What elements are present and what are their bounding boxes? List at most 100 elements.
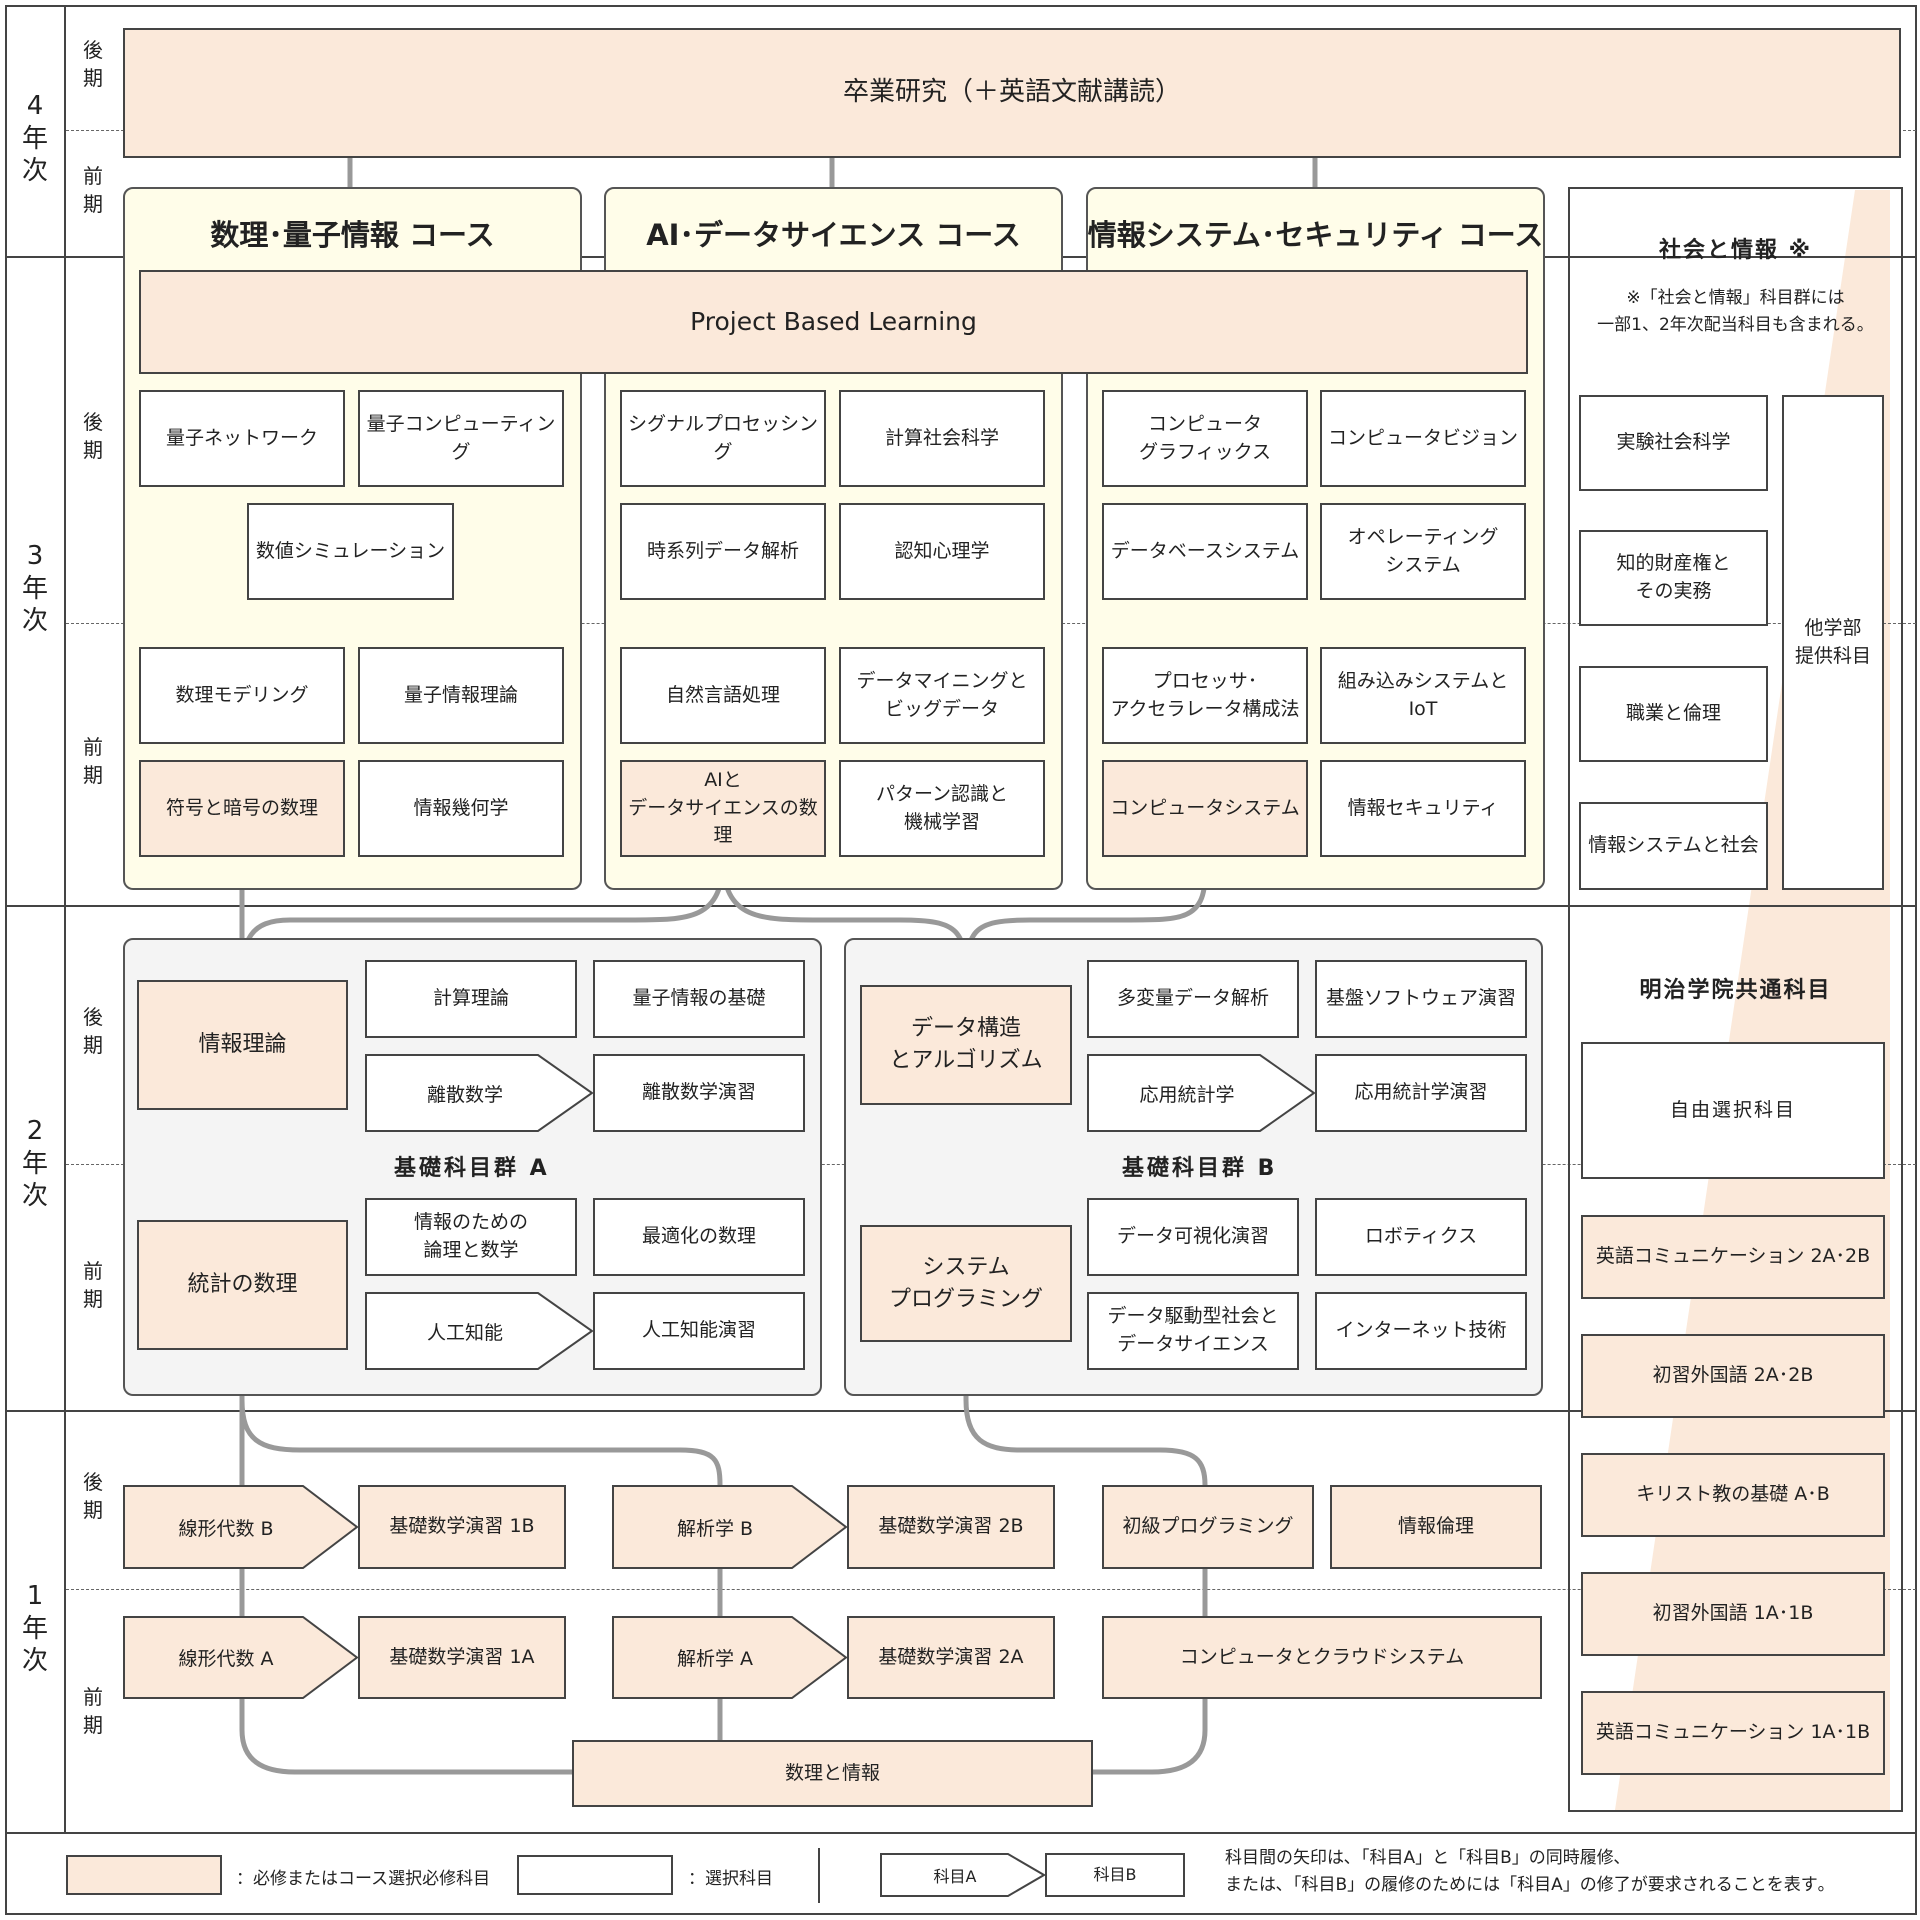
course-free-elective[interactable]: 自由選択科目 [1581, 1042, 1885, 1179]
legend-subject-a-label: 科目A [933, 1867, 977, 1886]
course-ai-ds-math[interactable]: AIと データサイエンスの数理 [620, 760, 826, 857]
course-info-theory[interactable]: 情報理論 [137, 980, 348, 1110]
year-label-4: 4 年 次 [21, 91, 48, 186]
course-robotics[interactable]: ロボティクス [1315, 1198, 1527, 1276]
course-nlp[interactable]: 自然言語処理 [620, 647, 826, 744]
course-title-ai-ds: AI･データサイエンス コース [646, 218, 1021, 252]
course-computer-graphics[interactable]: コンピュータ グラフィックス [1102, 390, 1308, 487]
course-ip-rights[interactable]: 知的財産権と その実務 [1579, 530, 1768, 626]
group-a-label: 基礎科目群 A [380, 1150, 564, 1182]
course-cognitive-psychology[interactable]: 認知心理学 [839, 503, 1045, 600]
course-linear-algebra-a-label: 線形代数 A [178, 1648, 274, 1670]
common-subjects-title: 明治学院共通科目 [1639, 978, 1832, 1003]
course-computer-system[interactable]: コンピュータシステム [1102, 760, 1308, 857]
legend-subject-b: 科目B [1045, 1853, 1185, 1897]
course-pattern-recognition[interactable]: パターン認識と 機械学習 [839, 760, 1045, 857]
course-computer-vision[interactable]: コンピュータビジョン [1320, 390, 1526, 487]
course-basic-math-exercise-2a[interactable]: 基礎数学演習 2A [847, 1616, 1055, 1699]
course-title-math-quantum: 数理･量子情報 コース [210, 218, 495, 252]
outer-frame [5, 5, 1917, 1915]
course-database-system[interactable]: データベースシステム [1102, 503, 1308, 600]
course-quantum-info-theory[interactable]: 量子情報理論 [358, 647, 564, 744]
course-multivariate-analysis[interactable]: 多変量データ解析 [1087, 960, 1299, 1038]
course-english-2ab[interactable]: 英語コミュニケーション 2A･2B [1581, 1215, 1885, 1299]
course-career-ethics[interactable]: 職業と倫理 [1579, 666, 1768, 762]
semester-label-4-early: 前 期 [83, 164, 103, 216]
course-english-1ab[interactable]: 英語コミュニケーション 1A･1B [1581, 1691, 1885, 1775]
course-numerical-simulation[interactable]: 数値シミュレーション [247, 503, 454, 600]
course-quantum-info-basics[interactable]: 量子情報の基礎 [593, 960, 805, 1038]
course-stat-math[interactable]: 統計の数理 [137, 1220, 348, 1350]
course-basic-math-exercise-1a[interactable]: 基礎数学演習 1A [358, 1616, 566, 1699]
course-ai-exercise[interactable]: 人工知能演習 [593, 1292, 805, 1370]
course-processor-accelerator[interactable]: プロセッサ･ アクセラレータ構成法 [1102, 647, 1308, 744]
course-applied-statistics[interactable]: 応用統計学 [1087, 1054, 1315, 1132]
course-title-info-sec: 情報システム･セキュリティ コース [1087, 218, 1544, 252]
course-computer-cloud-system[interactable]: コンピュータとクラウドシステム [1102, 1616, 1542, 1699]
course-foreign-lang-2ab[interactable]: 初習外国語 2A･2B [1581, 1334, 1885, 1418]
year-column-divider [64, 5, 66, 1833]
course-data-structures[interactable]: データ構造 とアルゴリズム [860, 985, 1072, 1105]
course-discrete-math[interactable]: 離散数学 [365, 1054, 593, 1132]
line-sysprog-programming [963, 1339, 1208, 1488]
line-stat-analysis [239, 1397, 723, 1488]
course-data-mining[interactable]: データマイニングと ビッグデータ [839, 647, 1045, 744]
course-data-visualization[interactable]: データ可視化演習 [1087, 1198, 1299, 1276]
pbl-box[interactable]: Project Based Learning [139, 270, 1528, 374]
course-discrete-math-exercise[interactable]: 離散数学演習 [593, 1054, 805, 1132]
other-faculty-courses[interactable]: 他学部 提供科目 [1782, 395, 1884, 890]
course-info-ethics[interactable]: 情報倫理 [1330, 1485, 1542, 1569]
legend-subject-a: 科目A [880, 1853, 1045, 1897]
course-system-software-exercise[interactable]: 基盤ソフトウェア演習 [1315, 960, 1527, 1038]
legend-elective-label: ：選択科目 [688, 1869, 773, 1889]
legend-elective-swatch [517, 1855, 673, 1895]
semester-divider-1 [66, 1589, 1916, 1590]
course-analysis-b[interactable]: 解析学 B [612, 1485, 847, 1569]
course-logic-math[interactable]: 情報のための 論理と数学 [365, 1198, 577, 1276]
course-basic-math-exercise-1b[interactable]: 基礎数学演習 1B [358, 1485, 566, 1569]
course-intro-programming[interactable]: 初級プログラミング [1102, 1485, 1314, 1569]
course-math-and-info[interactable]: 数理と情報 [572, 1740, 1093, 1807]
course-linear-algebra-b[interactable]: 線形代数 B [123, 1485, 358, 1569]
course-embedded-iot[interactable]: 組み込みシステムと IoT [1320, 647, 1526, 744]
course-christianity-basics[interactable]: キリスト教の基礎 A･B [1581, 1453, 1885, 1537]
semester-label-1-late: 後 期 [83, 1470, 103, 1522]
course-ai-label: 人工知能 [426, 1321, 503, 1344]
course-system-programming[interactable]: システム プログラミング [860, 1225, 1072, 1342]
course-time-series[interactable]: 時系列データ解析 [620, 503, 826, 600]
course-quantum-network[interactable]: 量子ネットワーク [139, 390, 345, 487]
course-computational-social-science[interactable]: 計算社会科学 [839, 390, 1045, 487]
course-experimental-social-science[interactable]: 実験社会科学 [1579, 395, 1768, 491]
legend-divider [5, 1832, 1917, 1834]
course-signal-processing[interactable]: シグナルプロセッシング [620, 390, 826, 487]
row-divider-2-1 [5, 1410, 1917, 1412]
course-info-security[interactable]: 情報セキュリティ [1320, 760, 1526, 857]
course-computation-theory[interactable]: 計算理論 [365, 960, 577, 1038]
semester-label-2-early: 前 期 [83, 1259, 103, 1311]
course-foreign-lang-1ab[interactable]: 初習外国語 1A･1B [1581, 1572, 1885, 1656]
course-operating-system[interactable]: オペレーティング システム [1320, 503, 1526, 600]
course-internet-technology[interactable]: インターネット技術 [1315, 1292, 1527, 1370]
graduation-research[interactable]: 卒業研究（＋英語文献講読） [123, 28, 1901, 158]
course-info-geometry[interactable]: 情報幾何学 [358, 760, 564, 857]
course-data-driven-society[interactable]: データ駆動型社会と データサイエンス [1087, 1292, 1299, 1370]
course-ai[interactable]: 人工知能 [365, 1292, 593, 1370]
course-basic-math-exercise-2b[interactable]: 基礎数学演習 2B [847, 1485, 1055, 1569]
course-analysis-b-label: 解析学 B [676, 1517, 754, 1540]
course-linear-algebra-b-label: 線形代数 B [178, 1517, 274, 1540]
course-math-modeling[interactable]: 数理モデリング [139, 647, 345, 744]
semester-label-2-late: 後 期 [83, 1005, 103, 1057]
course-coding-cryptography[interactable]: 符号と暗号の数理 [139, 760, 345, 857]
course-linear-algebra-a[interactable]: 線形代数 A [123, 1616, 358, 1699]
legend-separator [818, 1848, 820, 1903]
course-quantum-computing[interactable]: 量子コンピューティング [358, 390, 564, 487]
course-applied-statistics-exercise[interactable]: 応用統計学演習 [1315, 1054, 1527, 1132]
course-optimization[interactable]: 最適化の数理 [593, 1198, 805, 1276]
course-info-system-society[interactable]: 情報システムと社会 [1579, 802, 1768, 890]
line-cloud-base [1090, 1696, 1208, 1775]
course-analysis-a[interactable]: 解析学 A [612, 1616, 847, 1699]
legend-note: 科目間の矢印は､「科目A」と「科目B」の同時履修､ または､「科目B」の履修のた… [1225, 1848, 1827, 1896]
side-column-frame [1568, 187, 1903, 1812]
society-note: ※「社会と情報」科目群には 一部1、2年次配当科目も含まれる。 [1597, 288, 1874, 336]
